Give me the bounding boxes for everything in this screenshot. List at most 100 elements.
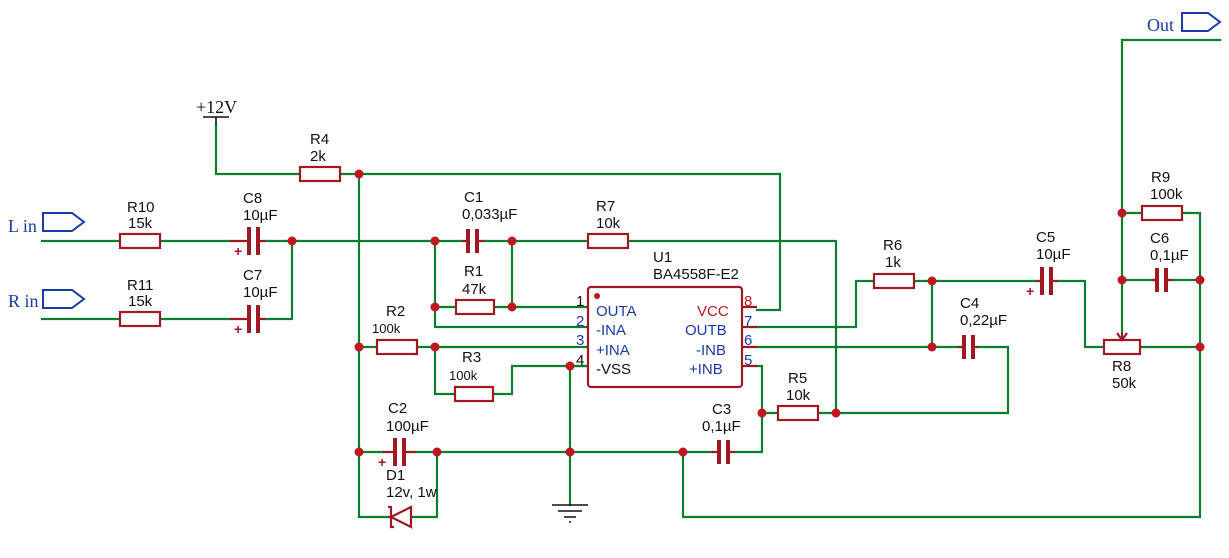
ref-label: R6 xyxy=(883,237,902,254)
wire xyxy=(681,280,1202,519)
polarity-plus-icon: + xyxy=(378,454,386,470)
junction-dot xyxy=(354,447,364,457)
wire xyxy=(433,239,590,309)
wire xyxy=(214,123,782,312)
resistor-r4: R4 2k xyxy=(298,131,342,183)
value-label: 2k xyxy=(310,148,326,165)
port-l-in: L in xyxy=(8,212,86,236)
value-label: 100µF xyxy=(386,418,429,435)
junction-dot xyxy=(430,302,440,312)
polarity-plus-icon: + xyxy=(234,321,242,337)
ic-u1: U1 BA4558F-E2 1 OUTA 2 -INA 3 +INA 4 -VS… xyxy=(576,249,757,389)
wire xyxy=(357,172,390,519)
value-label: 100k xyxy=(1150,186,1183,203)
value-label: 0,033µF xyxy=(462,206,517,223)
wiper-arrow-icon xyxy=(1116,332,1128,342)
ref-label: C6 xyxy=(1150,230,1169,247)
port-label: R in xyxy=(8,291,39,311)
ref-label: C7 xyxy=(243,267,262,284)
polarity-plus-icon: + xyxy=(1026,283,1034,299)
pin-name: OUTB xyxy=(685,322,727,339)
ground-symbol-icon xyxy=(552,504,588,523)
junction-dot xyxy=(927,276,937,286)
capacitor-c8: + C8 10µF xyxy=(230,190,278,259)
capacitor-c1: C1 0,033µF xyxy=(462,189,517,253)
value-label: 47k xyxy=(462,281,487,298)
capacitor-c4: C4 0,22µF xyxy=(958,295,1007,359)
port-r-in: R in xyxy=(8,289,86,311)
pin-number: 3 xyxy=(576,332,584,349)
pin-name: -INB xyxy=(696,342,726,359)
resistor-r10: R10 15k xyxy=(118,199,162,250)
ref-label: R7 xyxy=(596,198,615,215)
value-label: 0,1µF xyxy=(1150,247,1189,264)
wire xyxy=(40,239,294,321)
pin-name: VCC xyxy=(697,303,729,320)
junction-dot xyxy=(354,342,364,352)
ref-label: R4 xyxy=(310,131,329,148)
supply-12v: +12V xyxy=(196,97,237,125)
ref-label: C5 xyxy=(1036,229,1055,246)
value-label: 10µF xyxy=(243,284,278,301)
pin-number: 5 xyxy=(744,352,752,369)
junction-dot xyxy=(1117,275,1127,285)
capacitor-c7: + C7 10µF xyxy=(230,267,278,337)
ref-label: D1 xyxy=(386,467,405,484)
wire xyxy=(433,345,590,396)
value-label: 50k xyxy=(1112,375,1137,392)
ref-label: R1 xyxy=(464,263,483,280)
pin-number: 1 xyxy=(576,293,584,310)
ref-label: R9 xyxy=(1151,169,1170,186)
junction-dot xyxy=(507,302,517,312)
wire xyxy=(263,239,838,415)
junction-dot xyxy=(1195,275,1205,285)
junction-dot xyxy=(757,408,767,418)
supply-label: +12V xyxy=(196,97,237,117)
junction-dot xyxy=(354,169,364,179)
wire xyxy=(755,279,934,349)
value-label: 100k xyxy=(449,368,478,383)
pin-number: 6 xyxy=(744,332,752,349)
ref-label: C4 xyxy=(960,295,979,312)
value-label: 10µF xyxy=(243,207,278,224)
wire xyxy=(433,305,590,329)
port-out: Out xyxy=(1147,12,1222,35)
resistor-r5: R5 10k xyxy=(776,370,820,422)
pin-number: 8 xyxy=(744,293,752,310)
pin-name: -INA xyxy=(596,322,626,339)
ref-label: C8 xyxy=(243,190,262,207)
wire xyxy=(930,279,1106,349)
capacitor-c2: + C2 100µF xyxy=(378,400,429,470)
value-label: 15k xyxy=(128,215,153,232)
ic-ref-label: U1 xyxy=(653,249,672,266)
ref-label: R10 xyxy=(127,199,155,216)
junction-dot xyxy=(565,361,575,371)
capacitor-c3: C3 0,1µF xyxy=(702,401,741,464)
ref-label: R5 xyxy=(788,370,807,387)
ic-part-label: BA4558F-E2 xyxy=(653,266,739,283)
junctions xyxy=(287,169,1205,457)
junction-dot xyxy=(831,408,841,418)
resistor-r7: R7 10k xyxy=(586,198,630,250)
ref-label: R3 xyxy=(462,349,481,366)
resistor-r9: R9 100k xyxy=(1140,169,1184,222)
ref-label: C1 xyxy=(464,189,483,206)
junction-dot xyxy=(430,236,440,246)
pin-name: +INB xyxy=(689,361,723,378)
ref-label: R8 xyxy=(1112,358,1131,375)
port-flag-icon xyxy=(42,212,86,232)
junction-dot xyxy=(507,236,517,246)
resistor-r11: R11 15k xyxy=(118,277,162,328)
ref-label: C3 xyxy=(712,401,731,418)
diode-triangle-icon xyxy=(388,505,413,529)
capacitor-c6: C6 0,1µF xyxy=(1150,230,1189,292)
junction-dot xyxy=(678,447,688,457)
junction-dot xyxy=(287,236,297,246)
value-label: 0,22µF xyxy=(960,312,1007,329)
value-label: 15k xyxy=(128,293,153,310)
junction-dot xyxy=(1117,208,1127,218)
value-label: 10k xyxy=(596,215,621,232)
resistor-r3: R3 100k xyxy=(449,349,495,403)
pin-name: OUTA xyxy=(596,303,637,320)
